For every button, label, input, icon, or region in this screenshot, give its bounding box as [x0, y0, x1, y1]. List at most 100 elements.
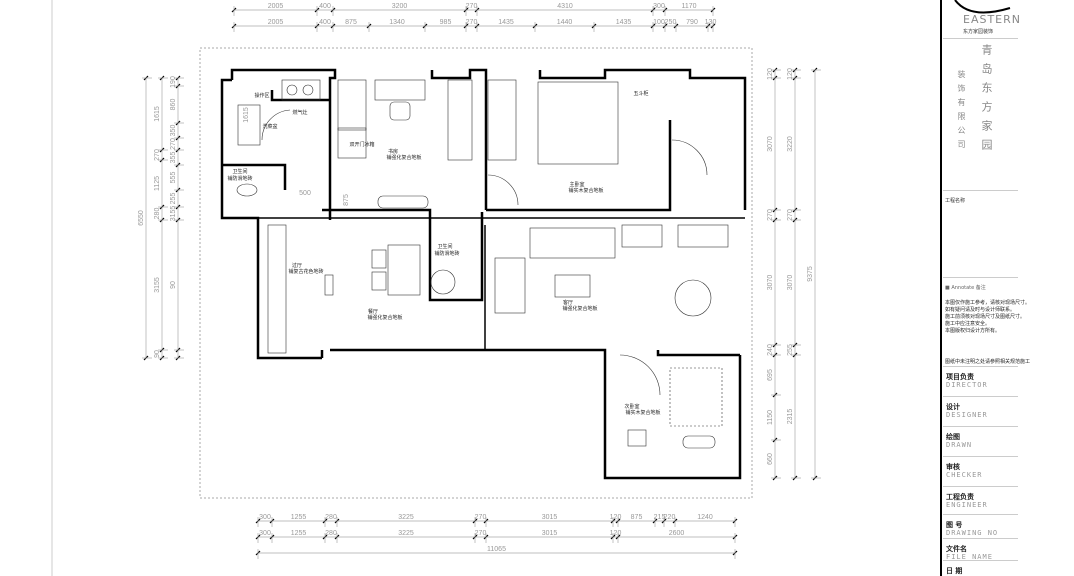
dimension-label: 1615	[154, 106, 161, 122]
field-label-en: ENGINEER	[946, 501, 988, 509]
dimension-label: 400	[319, 19, 331, 26]
field-label-en: DRAWING NO	[946, 529, 999, 537]
dimension-label: 100	[653, 19, 665, 26]
field-label-cn: 审核	[946, 463, 960, 471]
dimension-label: 270	[466, 19, 478, 26]
dimension-label: 270	[475, 530, 487, 537]
dimension-label: 11065	[487, 546, 506, 553]
dimension-label: 1255	[291, 514, 307, 521]
dimension-label: 500	[299, 190, 311, 197]
notes: 本图仅作施工参考，请核对现场尺寸。如有疑问请及时与设计师联系。施工前须核对现场尺…	[945, 300, 1030, 335]
field-label-cn: 绘图	[946, 433, 960, 441]
dimension-label: 875	[345, 19, 357, 26]
title-block-border	[940, 0, 942, 576]
dimension-label: 2315	[787, 409, 794, 425]
dimension-label: 860	[170, 99, 177, 111]
shoe-cabinet-icon	[267, 224, 287, 354]
stool-icon	[627, 429, 647, 447]
dimension-label: 3015	[542, 530, 558, 537]
dimension-label: 270	[466, 3, 478, 10]
dimension-label: 270	[787, 209, 794, 221]
hall-floor-label: 铺复古花色地砖	[288, 268, 323, 275]
dimension-label: 255	[787, 344, 794, 356]
master-floor-label: 铺实木复合地板	[568, 187, 603, 194]
dimension-label: 875	[343, 194, 350, 206]
hall-label: 过厅	[292, 262, 302, 269]
brand-sub: 东方家园装饰	[963, 29, 994, 35]
note-line: 施工前须核对现场尺寸及图纸尺寸。	[945, 314, 1026, 320]
field-label-en: CHECKER	[946, 471, 983, 479]
living-label: 客厅	[563, 299, 573, 306]
dimension-label: 280	[325, 514, 337, 521]
note-line: 本图仅作施工参考，请核对现场尺寸。	[945, 300, 1031, 306]
window-seat-icon	[621, 224, 663, 248]
field-divider	[943, 426, 1018, 427]
logo-swoosh-icon	[954, 0, 1011, 14]
dimension-label: 3155	[170, 206, 177, 222]
field-label-cn: 工程负责	[946, 493, 974, 501]
field-divider	[943, 514, 1018, 515]
chair-icon	[389, 101, 411, 121]
bed-icon	[537, 81, 619, 165]
sofa-icon	[529, 227, 616, 259]
second-floor-label: 铺实木复合地板	[625, 409, 660, 416]
dimension-label: 120	[610, 514, 622, 521]
bath1-label: 卫生间	[232, 168, 247, 175]
closet-icon	[487, 79, 517, 161]
field-label-en: FILE NAME	[946, 553, 993, 561]
dimension-label: 1240	[697, 514, 713, 521]
dimension-label: 355	[170, 152, 177, 164]
dimension-label: 695	[767, 369, 774, 381]
dimension-label: 215	[654, 514, 666, 521]
dimension-label: 120	[610, 530, 622, 537]
dimension-label: 300	[259, 530, 271, 537]
dimension-label: 2005	[268, 3, 284, 10]
dimension-label: 240	[767, 344, 774, 356]
dresser-label: 五斗柜	[633, 90, 648, 97]
fridge-label: 双开门冰箱	[349, 141, 374, 148]
dining-label: 餐厅	[368, 308, 378, 315]
dimension-label: 300	[653, 3, 665, 10]
field-divider	[943, 456, 1018, 457]
dimension-label: 3225	[398, 514, 414, 521]
washbasin-icon	[430, 269, 456, 295]
cabinet-icon	[337, 79, 367, 131]
dimension-label: 985	[440, 19, 452, 26]
study-floor-label: 铺强化复合地板	[386, 154, 421, 161]
planter-icon	[377, 195, 429, 209]
dimension-label: 90	[170, 281, 177, 289]
plan-boundary	[199, 47, 753, 499]
dimension-label: 3220	[787, 136, 794, 152]
dimension-label: 400	[319, 3, 331, 10]
dimension-label: 280	[154, 208, 161, 220]
dimension-label: 3200	[392, 3, 408, 10]
dimension-label: 1125	[154, 176, 161, 191]
dimension-label: 790	[686, 19, 698, 26]
dimension-label: 1435	[498, 19, 514, 26]
dining-table-icon	[387, 244, 421, 296]
field-label-en: DRAWN	[946, 441, 973, 449]
study-label: 书房	[388, 148, 398, 155]
dimension-label: 130	[705, 19, 717, 26]
dimension-label: 3070	[767, 136, 774, 152]
note-line: 施工中应注意安全。	[945, 321, 991, 327]
dimension-label: 3070	[787, 275, 794, 291]
kitchen-work-label: 操作区	[254, 92, 269, 99]
dimension-label: 2005	[268, 19, 284, 26]
footer-note: 图纸中未注明之处请参照相关规范施工	[945, 359, 1031, 365]
dimension-label: 120	[787, 68, 794, 80]
bed2-icon	[669, 367, 723, 427]
dimension-label: 90	[154, 350, 161, 358]
dimension-label: 1435	[616, 19, 632, 26]
field-label-cn: 项目负责	[946, 373, 974, 381]
dimension-label: 3155	[154, 277, 161, 293]
dimension-label: 280	[325, 530, 337, 537]
dimension-label: 1615	[243, 107, 250, 123]
dimension-label: 1255	[291, 530, 307, 537]
note-line: 如有疑问请及时与设计师联系。	[945, 307, 1016, 313]
dimension-label: 350	[170, 125, 177, 137]
desk-icon	[374, 79, 426, 101]
dimension-label: 2600	[669, 530, 685, 537]
dimension-label: 660	[767, 453, 774, 465]
